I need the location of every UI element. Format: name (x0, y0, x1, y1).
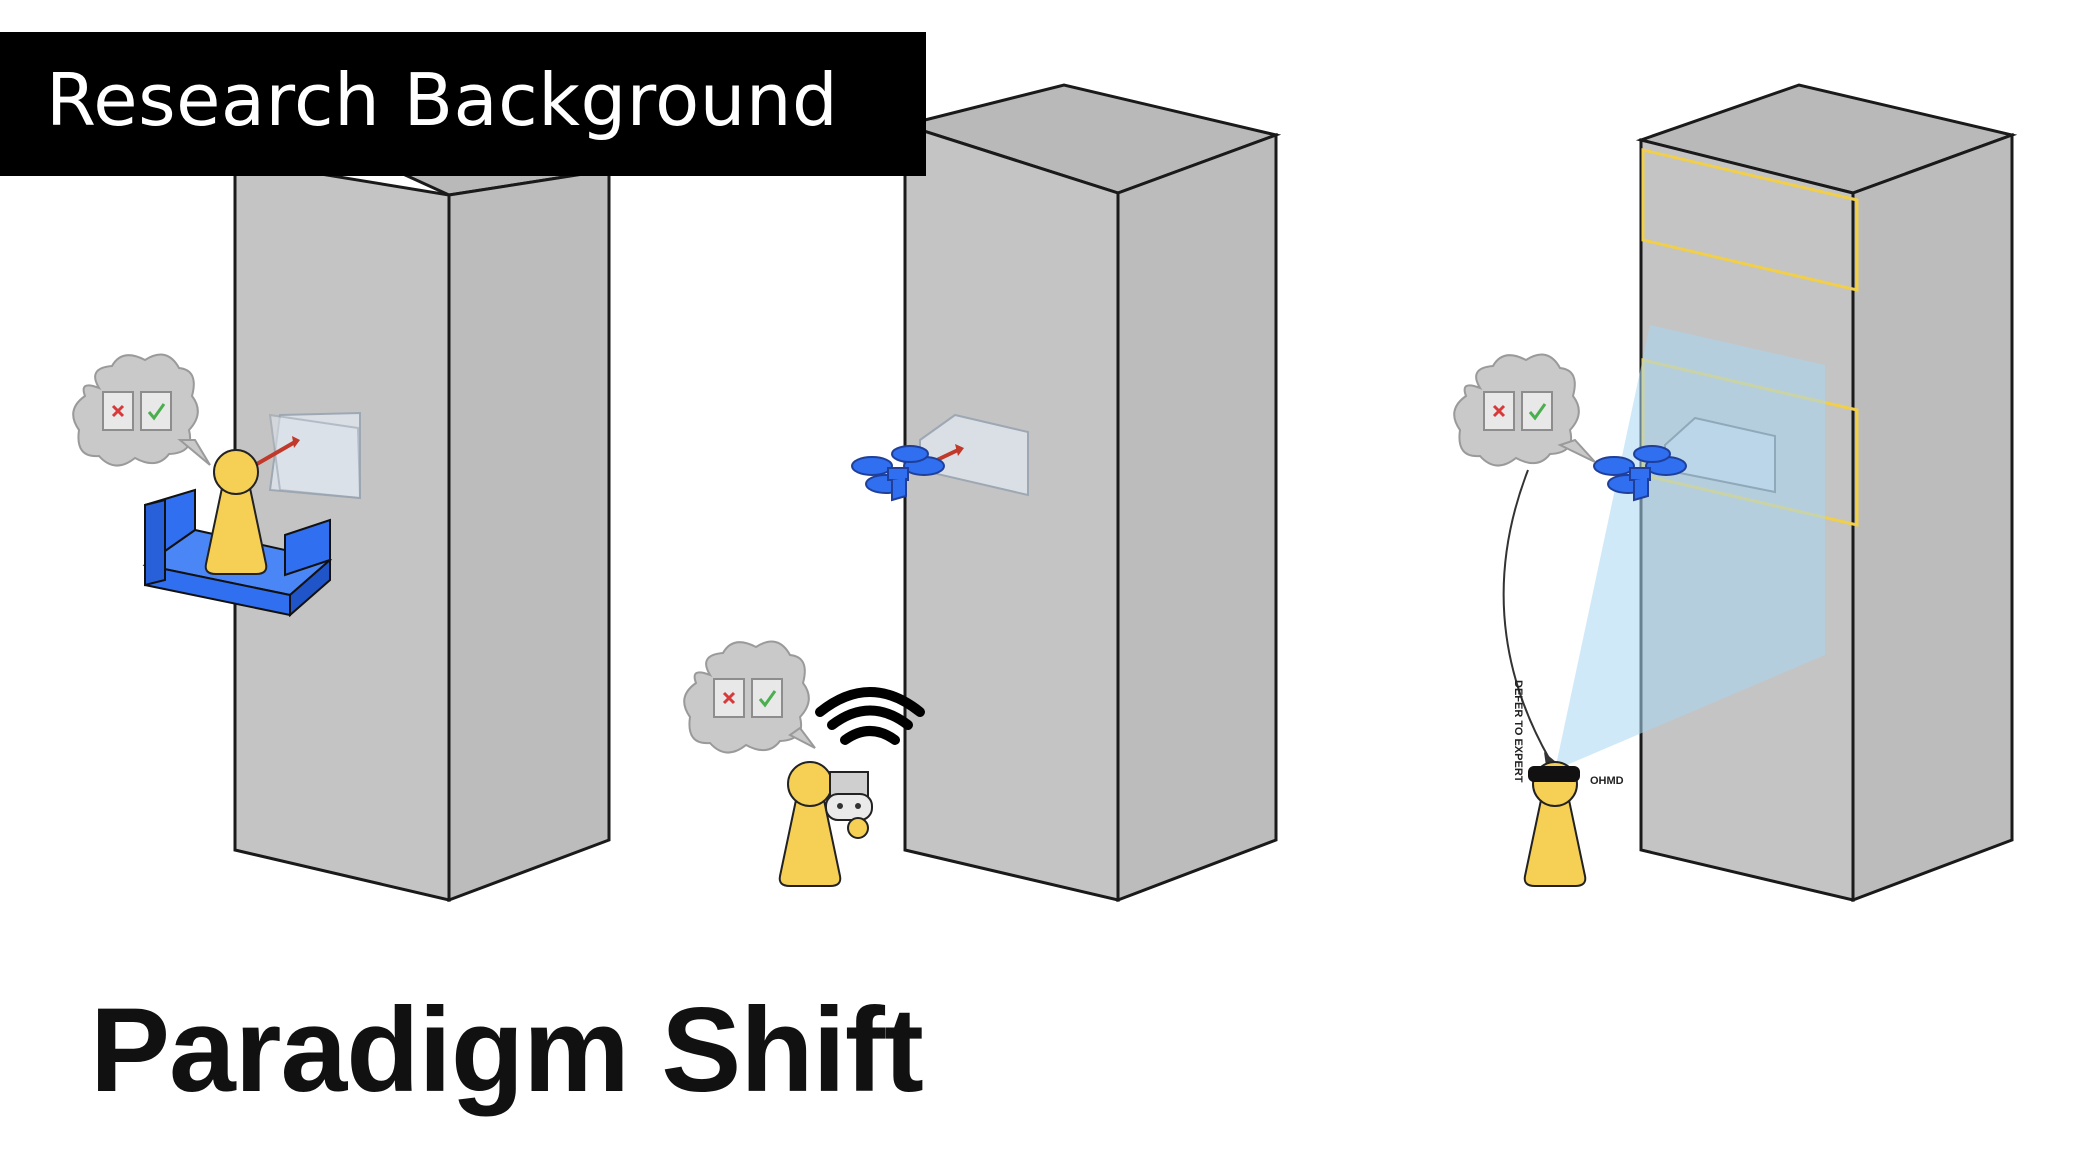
gamepad-icon (825, 771, 873, 839)
page-title: Research Background (46, 58, 839, 142)
ohmd-label: OHMD (1590, 775, 1624, 787)
defer-label: DEFER TO EXPERT (1512, 680, 1524, 783)
header-banner (0, 32, 926, 176)
building-icon (899, 83, 1282, 903)
slide-caption: Paradigm Shift (90, 983, 924, 1117)
thought-bubble-icon (1452, 353, 1581, 468)
thought-bubble-icon (71, 353, 200, 468)
headset-icon (1528, 766, 1580, 782)
defer-arrow (1502, 469, 1551, 761)
wifi-icon (815, 687, 925, 745)
red-arrow-icon (248, 440, 297, 470)
building-icon (229, 93, 615, 903)
work-platform-icon (142, 488, 333, 618)
